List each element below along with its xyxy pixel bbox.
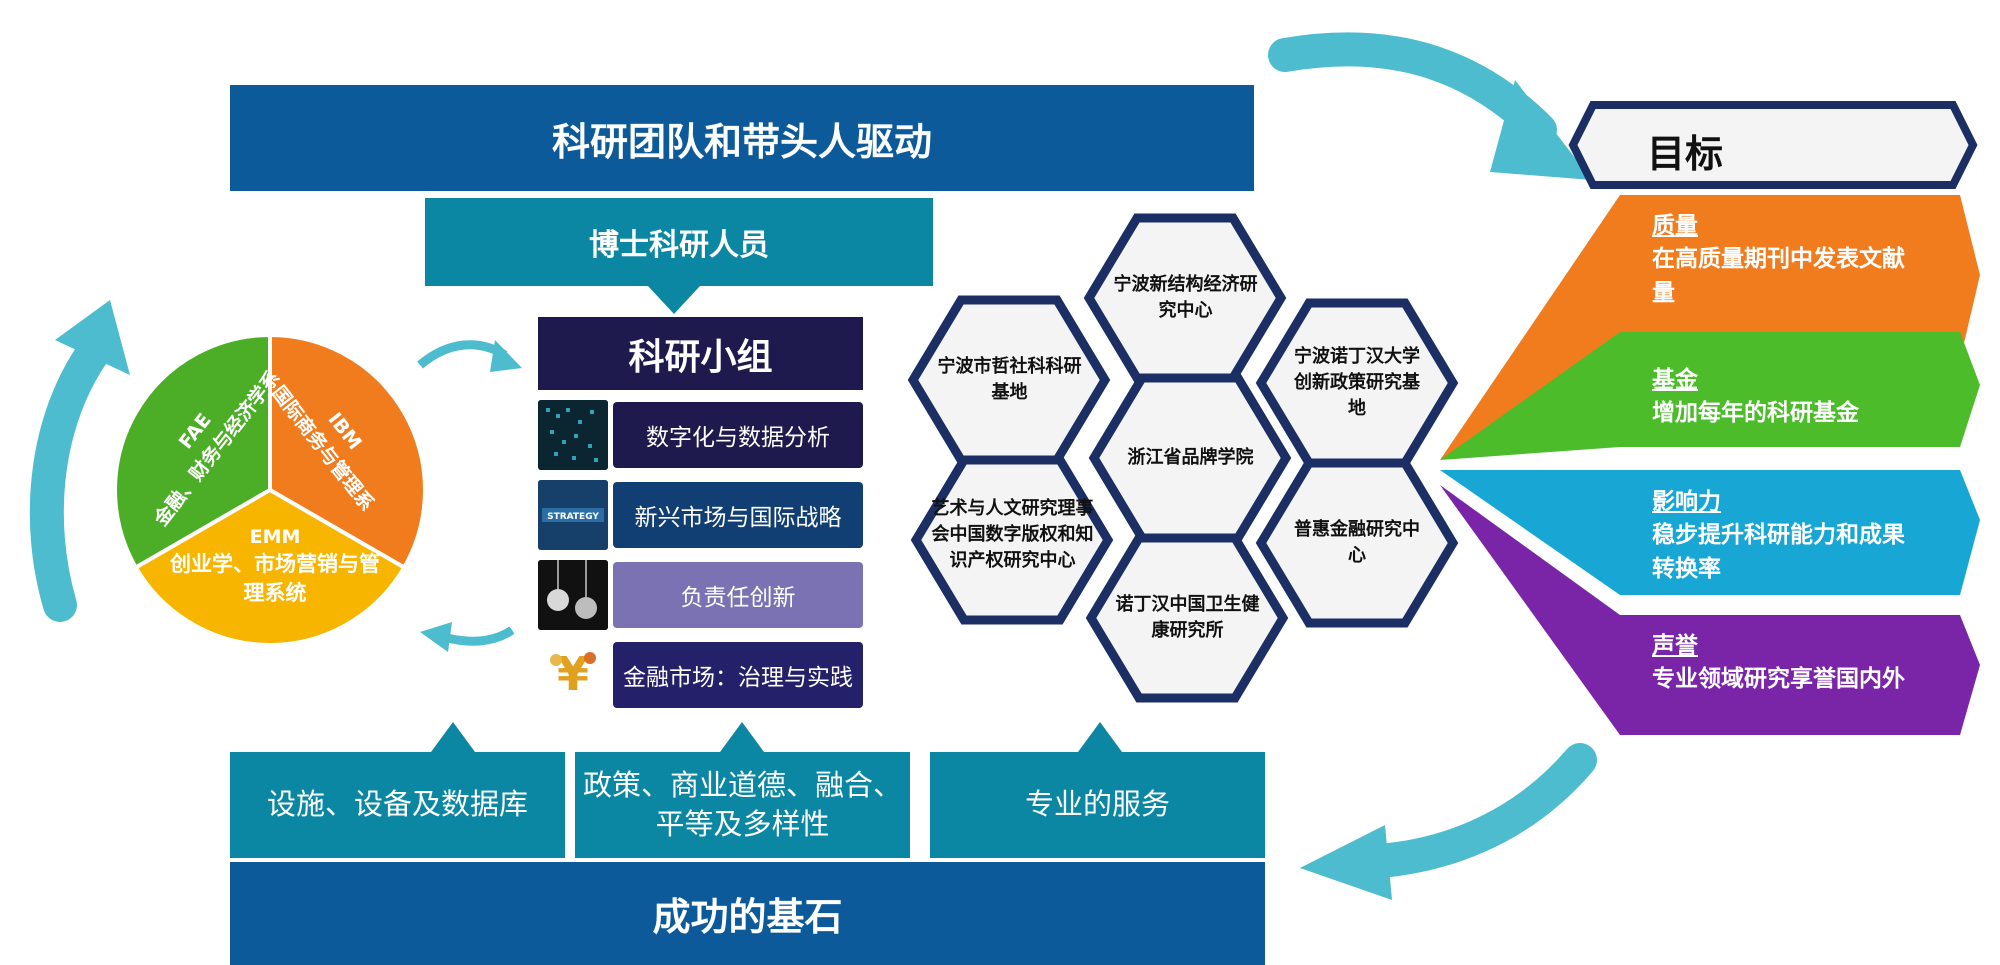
research-group-title-text: 科研小组 [628, 336, 773, 378]
doctor-pointer [648, 286, 700, 314]
goal-quality-shape [1440, 195, 1980, 460]
topic-emerging: 新兴市场与国际战略 [613, 482, 863, 548]
header-title: 科研团队和带头人驱动 [551, 119, 932, 164]
svg-text:¥: ¥ [557, 647, 589, 701]
goals-panel [1440, 101, 1980, 735]
center-label-4: 浙江省品牌学院 [1127, 446, 1254, 468]
goal-quality: 质量 在高质量期刊中发表文献量 [1652, 210, 1922, 310]
foundation-pointer-2 [720, 722, 764, 752]
arrow-left [29, 333, 112, 622]
foundation-services-label: 专业的服务 [1024, 787, 1170, 822]
header-bar: 科研团队和带头人驱动 [230, 85, 1254, 191]
foundation-policy-label: 政策、商业道德、融合、平等及多样性 [582, 767, 902, 841]
center-label-7: 诺丁汉中国卫生健康研究所 [1115, 593, 1260, 641]
foundation-bar: 成功的基石 [230, 862, 1265, 965]
goal-reputation-heading: 声誉 [1652, 633, 1698, 659]
goal-reputation: 声誉 专业领域研究享誉国内外 [1652, 630, 1922, 697]
arrow-top-right-head [1490, 80, 1592, 180]
center-label-6: 普惠金融研究中心 [1294, 518, 1420, 566]
strategy-icon: STRATEGY [538, 480, 608, 550]
arrow-small-bottom-head [420, 622, 452, 652]
goal-quality-heading: 质量 [1652, 213, 1698, 239]
center-label-2: 宁波市哲社科科研基地 [937, 355, 1082, 403]
strategy-thumb: STRATEGY [538, 480, 608, 550]
foundation-services: 专业的服务 [930, 752, 1265, 858]
topic-digital-label: 数字化与数据分析 [646, 425, 830, 451]
goal-quality-text: 在高质量期刊中发表文献量 [1652, 246, 1905, 306]
topic-finance: 金融市场：治理与实践 [613, 642, 863, 708]
strategy-thumb-text: STRATEGY [547, 512, 599, 522]
goal-title: 目标 [1647, 132, 1724, 176]
goal-fund-heading: 基金 [1652, 367, 1698, 393]
lightbulb-icon [538, 560, 608, 630]
yen-tree-icon: ¥ [550, 647, 596, 701]
arrow-bottom-right [1343, 743, 1597, 879]
research-group-title: 科研小组 [538, 317, 863, 390]
department-pie: FAE 金融、财务与经济学系 IBM 国际商务与管理系 EMM 创业学、市场营销… [113, 332, 427, 647]
topic-responsible-label: 负责任创新 [680, 585, 796, 611]
goal-fund-text: 增加每年的科研基金 [1652, 400, 1859, 427]
foundation-policy: 政策、商业道德、融合、平等及多样性 [575, 752, 910, 858]
topic-digital: 数字化与数据分析 [613, 402, 863, 468]
foundation-pointer-1 [431, 722, 475, 752]
finance-thumb: ¥ [538, 640, 608, 710]
center-label-1: 宁波新结构经济研究中心 [1113, 273, 1258, 321]
pie-slice-emm [133, 487, 407, 647]
center-label-3: 宁波诺丁汉大学创新政策研究基地 [1294, 345, 1420, 420]
pie-slice-fae [113, 332, 272, 571]
arrow-left-head [55, 300, 130, 375]
foundation-facilities-label: 设施、设备及数据库 [266, 787, 528, 822]
center-label-5: 艺术与人文研究理事会中国数字版权和知识产权研究中心 [931, 497, 1094, 572]
arrow-bottom-right-head [1300, 825, 1392, 900]
data-grid-icon [538, 400, 608, 470]
goal-impact-text: 稳步提升科研能力和成果转换率 [1652, 522, 1905, 582]
bulbs-thumb [538, 560, 608, 630]
goal-impact-heading: 影响力 [1652, 489, 1721, 515]
doctor-label: 博士科研人员 [589, 228, 769, 263]
arrow-small-top-head [490, 340, 522, 372]
foundation-title: 成功的基石 [652, 895, 843, 939]
doctor-box: 博士科研人员 [425, 198, 933, 286]
topic-emerging-label: 新兴市场与国际战略 [634, 505, 842, 531]
foundation-facilities: 设施、设备及数据库 [230, 752, 565, 858]
emm-code: EMM [250, 526, 301, 548]
topic-responsible: 负责任创新 [613, 562, 863, 628]
pie-slice-ibm [268, 332, 427, 571]
foundation-pointer-3 [1078, 722, 1122, 752]
goal-title-shape [1568, 101, 1978, 189]
arrow-small-bottom [438, 626, 515, 646]
goal-fund: 基金 增加每年的科研基金 [1652, 364, 1922, 431]
goal-reputation-text: 专业领域研究享誉国内外 [1652, 666, 1905, 693]
data-analytics-thumb [538, 400, 608, 470]
goal-fund-shape [1440, 332, 1980, 460]
goal-reputation-shape [1440, 485, 1980, 735]
goal-impact-shape [1440, 470, 1980, 595]
topic-finance-label: 金融市场：治理与实践 [623, 665, 853, 691]
emm-name: 创业学、市场营销与管理系统 [170, 552, 380, 606]
goal-impact: 影响力 稳步提升科研能力和成果转换率 [1652, 486, 1922, 586]
